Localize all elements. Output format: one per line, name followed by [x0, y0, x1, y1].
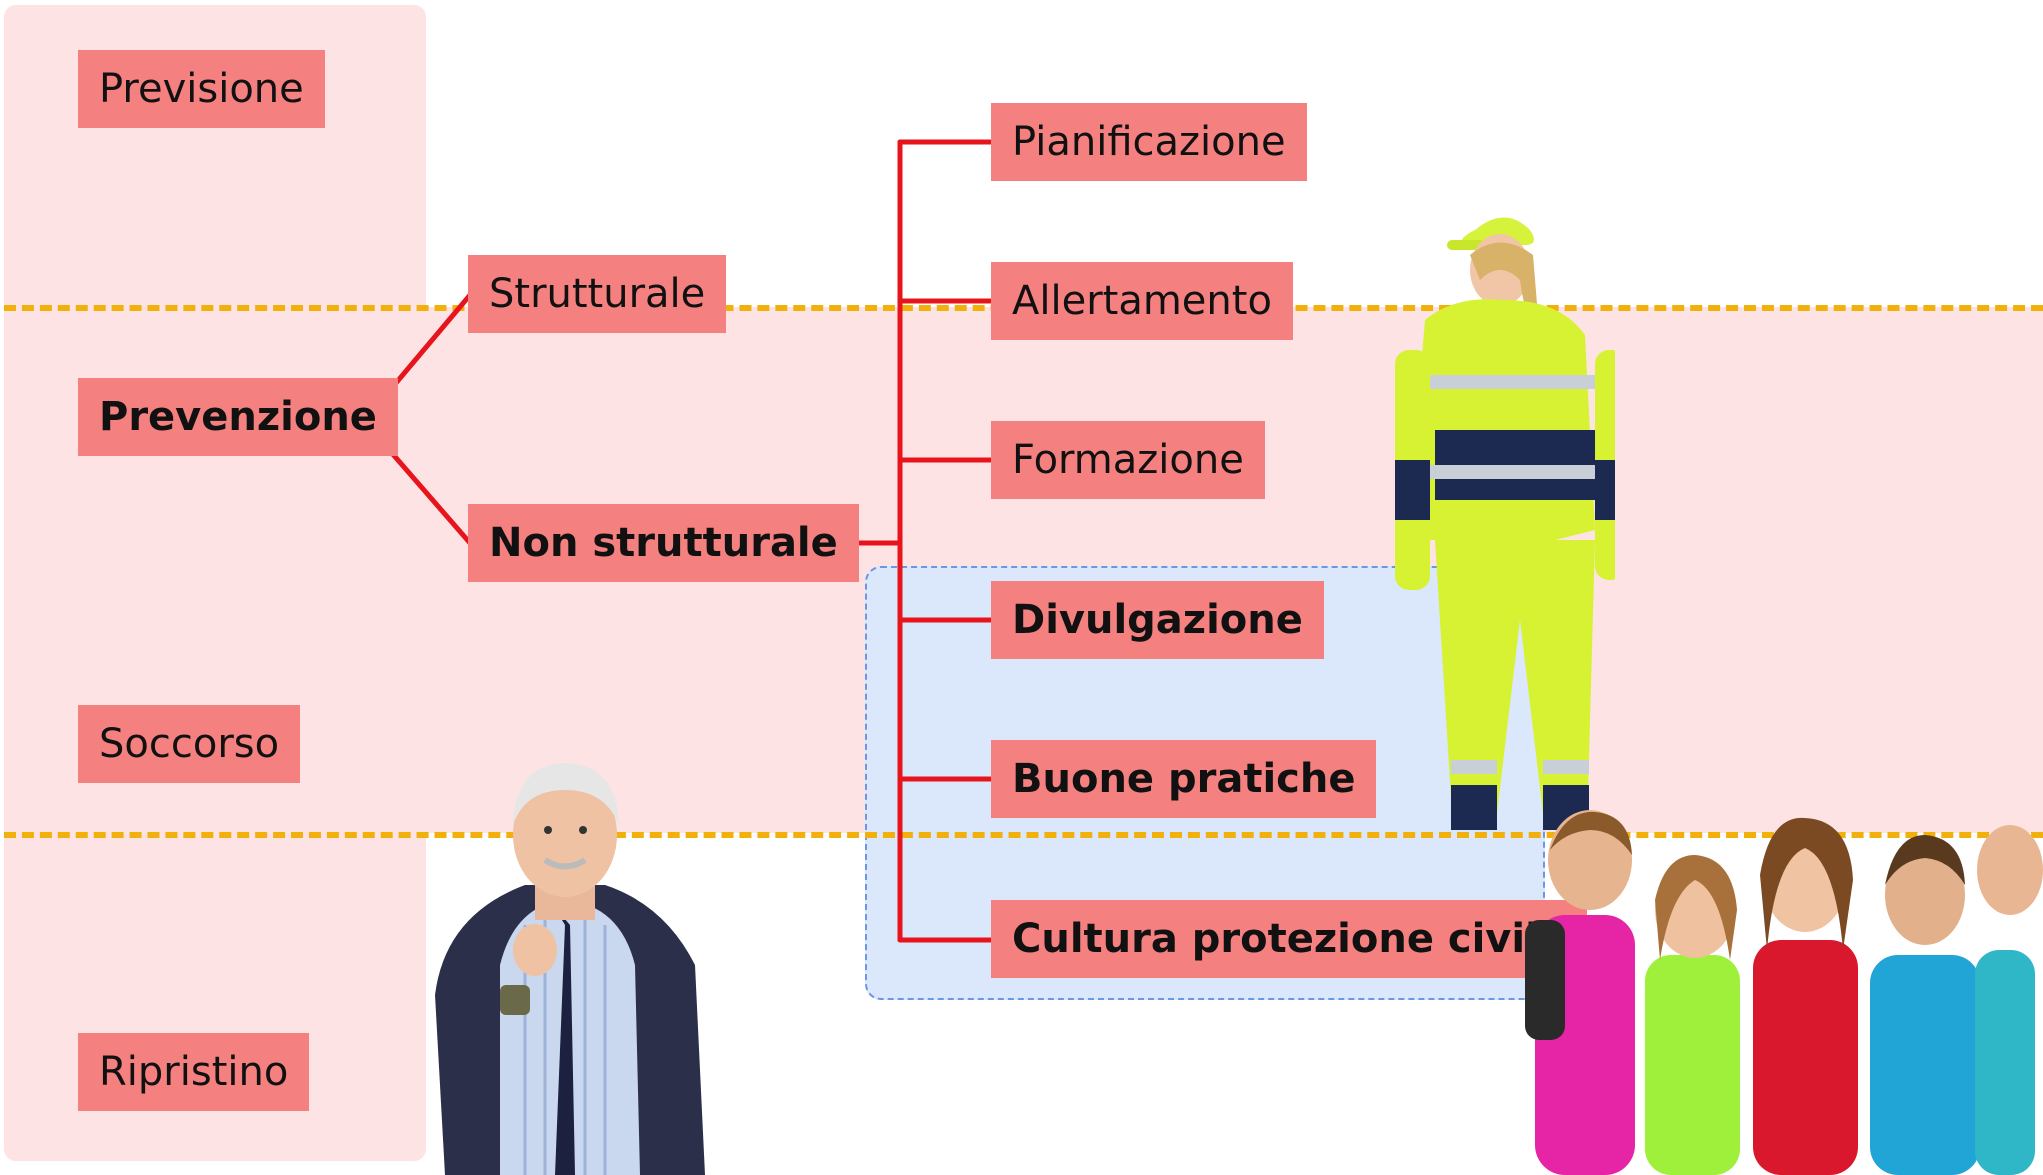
item-allertamento: Allertamento [991, 262, 1293, 340]
phase-soccorso: Soccorso [78, 705, 301, 783]
type-strutturale: Strutturale [468, 255, 727, 333]
phase-previsione: Previsione [78, 50, 325, 128]
item-buone-pratiche: Buone pratiche [991, 740, 1377, 818]
teenagers-group-photo [1525, 810, 2043, 1175]
phase-ripristino: Ripristino [78, 1033, 310, 1111]
type-non-strutturale: Non strutturale [468, 504, 859, 582]
phase-prevenzione: Prevenzione [78, 378, 398, 456]
civil-protection-volunteer-photo [1395, 217, 1615, 830]
item-divulgazione: Divulgazione [991, 581, 1324, 659]
item-formazione: Formazione [991, 421, 1265, 499]
item-cultura-protezione-civile: Cultura protezione civile [991, 900, 1587, 978]
divider-soccorso [4, 832, 2043, 838]
elderly-man-photo [435, 763, 705, 1175]
item-pianificazione: Pianificazione [991, 103, 1307, 181]
